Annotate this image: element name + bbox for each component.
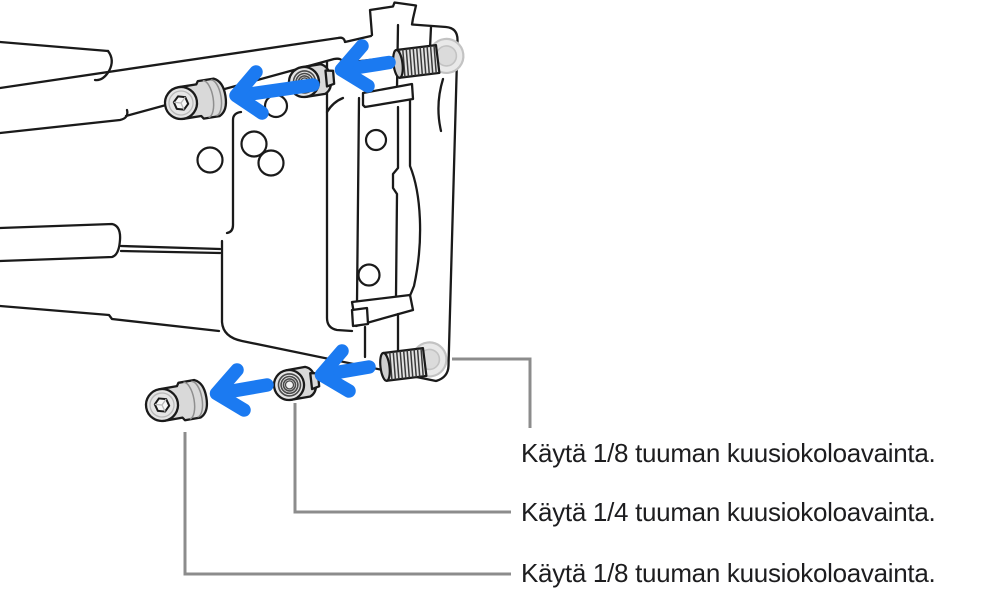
hex-socket-screw-top-icon	[163, 77, 228, 121]
rack-screw-bottom-icon	[379, 341, 448, 382]
rail-top-edge	[0, 34, 373, 90]
callout-label-nut: Käytä 1/4 tuuman kuusiokoloavainta.	[521, 497, 936, 527]
direction-arrows	[209, 39, 396, 417]
arrow-left-icon	[209, 363, 274, 417]
rail-lower-slider	[0, 222, 222, 333]
callout-line-rack-screw	[452, 357, 532, 428]
arrow-left-icon	[334, 39, 396, 93]
latch-channel	[325, 23, 445, 373]
rail-assembly	[0, 1, 459, 383]
callout-line-nut	[293, 403, 511, 514]
screw-holes	[196, 93, 388, 287]
threaded-nut-bottom-icon	[272, 365, 321, 402]
callout-lines	[183, 357, 532, 576]
callout-label-hex-screw: Käytä 1/8 tuuman kuusiokoloavainta.	[521, 558, 936, 588]
rack-screw-top-icon	[392, 37, 465, 79]
rail-upper-slider	[0, 40, 129, 135]
plate-lip-line	[225, 110, 243, 235]
arrow-left-icon	[229, 65, 320, 120]
callout-label-rack-screw: Käytä 1/8 tuuman kuusiokoloavainta.	[521, 438, 936, 468]
callout-line-hex-screw	[183, 432, 511, 576]
hex-socket-screw-bottom-icon	[144, 378, 209, 423]
mounting-plate	[220, 1, 459, 383]
arrow-left-icon	[314, 344, 376, 398]
